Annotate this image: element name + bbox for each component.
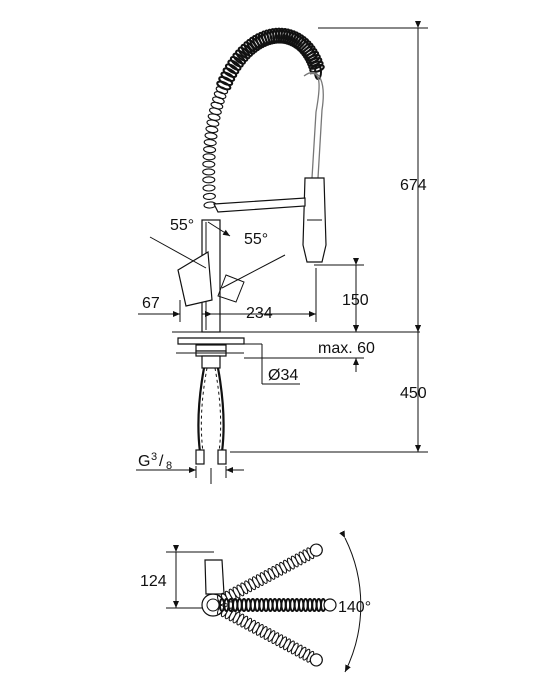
coil-ring bbox=[202, 168, 216, 176]
spout-arm bbox=[218, 598, 337, 612]
deck-plate bbox=[177, 337, 245, 345]
overall-height-label: 674 bbox=[400, 177, 427, 194]
lever-offset-label: 67 bbox=[142, 295, 160, 312]
spray-head-top bbox=[309, 653, 323, 667]
overall-height-dimension: 674 bbox=[318, 21, 428, 332]
deck-thickness-label: max. 60 bbox=[318, 340, 375, 357]
coil-ring bbox=[204, 132, 218, 140]
coil-ring bbox=[237, 46, 251, 60]
spring-coil bbox=[202, 27, 325, 209]
coil-ring bbox=[220, 71, 236, 82]
spout-arc bbox=[303, 71, 324, 179]
coil-ring bbox=[224, 63, 240, 75]
thread-numerator: 3 bbox=[151, 451, 157, 463]
lever-angle-front-label: 55° bbox=[170, 217, 194, 234]
side-view: 674 450 150 max. 60 234 bbox=[136, 21, 428, 484]
coil-ring bbox=[212, 96, 225, 105]
coil-ring bbox=[218, 75, 234, 87]
top-depth-label: 124 bbox=[140, 573, 167, 590]
coil-ring bbox=[213, 91, 227, 100]
thread-slash: / bbox=[159, 453, 164, 470]
coil-ring bbox=[216, 80, 232, 91]
spout-positions bbox=[217, 543, 337, 667]
spout-arm bbox=[217, 543, 323, 607]
supply-hoses bbox=[195, 367, 227, 465]
thread-prefix: G bbox=[138, 453, 150, 470]
spray-head-top bbox=[323, 598, 337, 612]
coil-ring bbox=[203, 146, 217, 154]
coil-ring bbox=[227, 59, 242, 71]
swivel-angle-label: 140° bbox=[338, 599, 371, 616]
hose-length-label: 450 bbox=[400, 385, 427, 402]
coil-ring bbox=[202, 192, 216, 200]
coil-ring bbox=[202, 184, 216, 192]
coil-ring bbox=[202, 160, 216, 168]
spout-height-dimension: 150 bbox=[314, 258, 369, 332]
top-view: 124 140° bbox=[140, 530, 371, 673]
coil-ring bbox=[202, 153, 216, 161]
hose-length-dimension: 450 bbox=[230, 325, 428, 453]
lever-handle bbox=[177, 250, 213, 307]
spout-arm bbox=[217, 603, 323, 667]
lever-offset-dimension: 67 bbox=[138, 295, 214, 322]
thread-denominator: 8 bbox=[166, 460, 172, 472]
swivel-arc bbox=[339, 530, 362, 673]
hole-diameter-label: Ø34 bbox=[268, 367, 298, 384]
holder-arm bbox=[213, 197, 306, 213]
hole-diameter-dimension: Ø34 bbox=[244, 343, 300, 385]
coil-ring bbox=[222, 67, 238, 79]
thread-dimension: G 3 / 8 bbox=[136, 451, 244, 478]
spout-height-label: 150 bbox=[342, 292, 369, 309]
coil-ring bbox=[205, 125, 219, 134]
handle-top bbox=[204, 559, 225, 595]
coil-ring bbox=[235, 49, 249, 62]
coil-ring bbox=[229, 55, 244, 68]
coil-ring bbox=[308, 60, 324, 70]
reach-label: 234 bbox=[246, 305, 273, 322]
lever-angle-back-label: 55° bbox=[244, 231, 268, 248]
coil-ring bbox=[203, 138, 217, 147]
coil-ring bbox=[202, 176, 216, 184]
reach-dimension: 234 bbox=[205, 268, 317, 322]
deck-thickness-dimension: max. 60 bbox=[244, 318, 375, 372]
spray-head-top bbox=[309, 543, 323, 557]
coil-ring bbox=[232, 52, 246, 65]
